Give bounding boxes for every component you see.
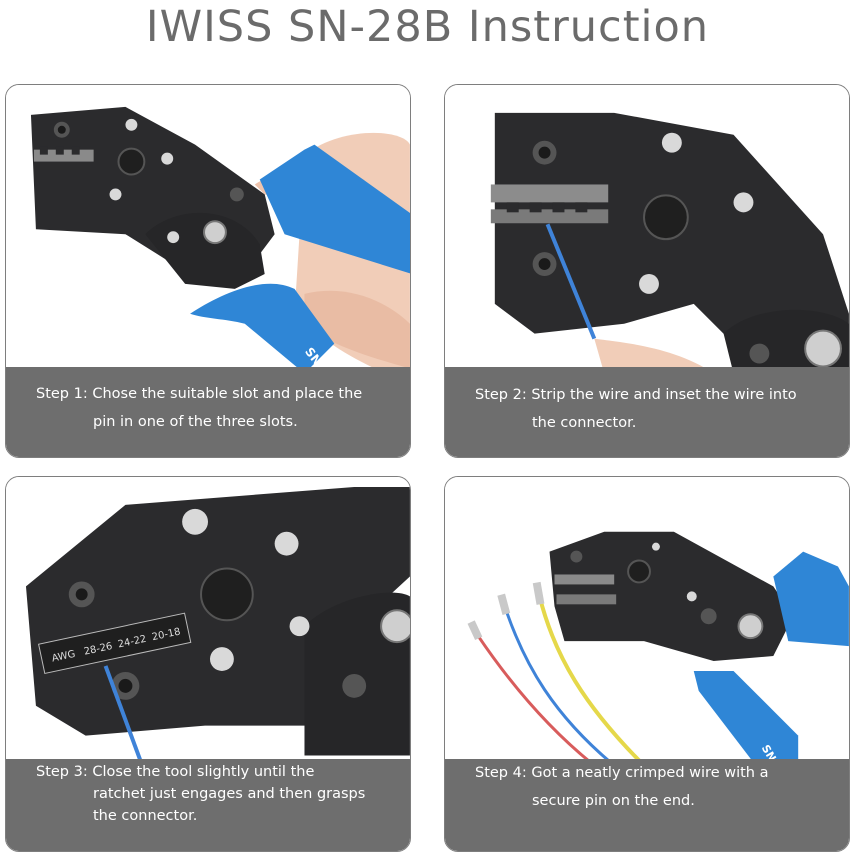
step-1-panel: SN-28B Step 1: Chose the suitable slot a… <box>5 84 411 458</box>
step-1-photo: SN-28B <box>6 85 410 457</box>
step-2-caption: Step 2: Strip the wire and inset the wir… <box>445 367 849 457</box>
step-4-panel: SN-28B Step 4: Got a neatly crimped wire… <box>444 476 850 852</box>
step-3-line-2: ratchet just engages and then grasps <box>93 786 366 802</box>
step-3-caption: Step 3: Close the tool slightly until th… <box>6 759 410 851</box>
step-3-panel: AWG 28-26 24-22 20-18 Step 3: Close the … <box>5 476 411 852</box>
step-3-line-1: Step 3: Close the tool slightly until th… <box>36 764 315 780</box>
step-4-line-1: Step 4: Got a neatly crimped wire with a <box>475 765 769 781</box>
step-3-line-3: the connector. <box>93 808 198 824</box>
step-2-line-1: Step 2: Strip the wire and inset the wir… <box>475 387 797 403</box>
step-4-line-2: secure pin on the end. <box>532 793 695 809</box>
step-1-caption: Step 1: Chose the suitable slot and plac… <box>6 367 410 457</box>
slot-label-awg: AWG <box>51 649 77 665</box>
step-2-line-2: the connector. <box>532 415 637 431</box>
step-1-line-2: pin in one of the three slots. <box>93 414 298 430</box>
step-1-line-1: Step 1: Chose the suitable slot and plac… <box>36 386 363 402</box>
step-4-caption: Step 4: Got a neatly crimped wire with a… <box>445 759 849 851</box>
page-title: IWISS SN-28B Instruction <box>145 2 710 52</box>
step-2-panel: Step 2: Strip the wire and inset the wir… <box>444 84 850 458</box>
